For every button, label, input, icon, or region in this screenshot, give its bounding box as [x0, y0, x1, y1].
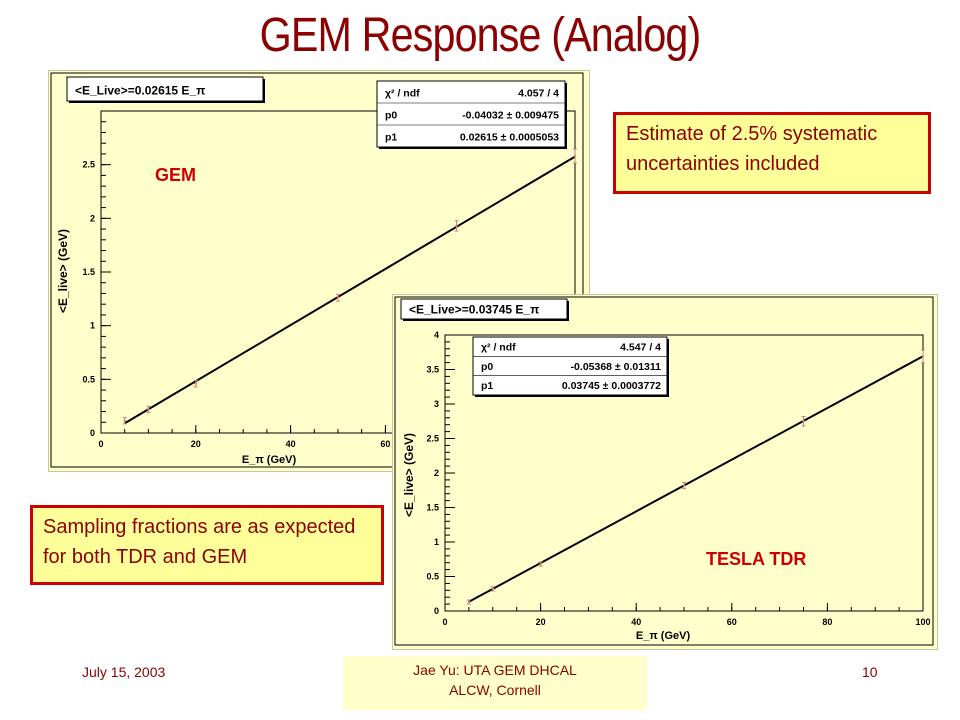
- stats-name: p1: [385, 131, 397, 143]
- stats-box: [472, 336, 668, 396]
- y-tick-label: 2: [434, 468, 439, 478]
- data-point: [455, 224, 458, 228]
- x-tick-label: 80: [822, 617, 832, 627]
- x-tick-label: 0: [442, 617, 447, 627]
- y-tick-label: 1.5: [82, 267, 95, 277]
- y-tick-label: 1: [90, 321, 95, 331]
- y-tick-label: 0.5: [82, 374, 95, 384]
- stats-value: 0.03745 ± 0.0003772: [562, 380, 661, 392]
- data-point: [147, 408, 150, 411]
- x-tick-label: 60: [727, 617, 737, 627]
- data-point: [921, 355, 925, 358]
- stats-value: 0.02615 ± 0.0005053: [460, 131, 559, 143]
- stats-value: -0.04032 ± 0.009475: [462, 109, 559, 121]
- sampling-callout-text: Sampling fractions are as expected for b…: [43, 516, 356, 568]
- y-tick-label: 4: [434, 330, 439, 340]
- data-point: [539, 562, 542, 566]
- data-point: [491, 587, 494, 591]
- y-tick-label: 0: [90, 428, 95, 438]
- title-box: [400, 298, 568, 320]
- gem-chart: 0 20 40 60 0 0.5 1 1.5 2 2.5 <E_Live>=0.02615 E_π χ…: [50, 72, 584, 468]
- y-tick-label: 3.5: [426, 365, 439, 375]
- stats-name: p0: [385, 109, 397, 121]
- chart-title: <E_Live>=0.02615 E_π: [75, 83, 205, 97]
- x-tick-label: 60: [380, 439, 390, 449]
- data-point: [573, 154, 577, 158]
- chart-frame: [50, 72, 584, 468]
- footer-author-box: Jae Yu: UTA GEM DHCAL ALCW, Cornell: [343, 656, 647, 710]
- y-axis-label: <E_live> (GeV): [402, 433, 416, 517]
- y-tick-label: 2.5: [82, 160, 95, 170]
- y-tick-label: 0: [434, 606, 439, 616]
- tdr-chart: 0 20 40 60 80 100 0 0.5 1 1.5 2 2.5 3 3.5 4 <E_Live>=0.…: [394, 296, 934, 646]
- stats-box: [376, 80, 566, 148]
- footer-venue: ALCW, Cornell: [449, 682, 541, 698]
- footer-page-number: 10: [862, 664, 878, 680]
- chart-label: GEM: [155, 165, 196, 185]
- x-tick-label: 40: [631, 617, 641, 627]
- fit-line: [124, 155, 576, 425]
- stats-name: p1: [481, 380, 493, 392]
- chart-frame: [394, 296, 934, 646]
- data-point: [123, 419, 126, 422]
- stats-value: 4.547 / 4: [620, 342, 661, 354]
- data-point: [467, 600, 471, 604]
- gem-plot-panel: 0 20 40 60 0 0.5 1 1.5 2 2.5 <E_Live>=0.02615 E_π χ…: [48, 70, 590, 472]
- footer-date: July 15, 2003: [82, 664, 166, 680]
- systematics-callout: Estimate of 2.5% systematic uncertaintie…: [613, 112, 931, 194]
- x-tick-label: 40: [286, 439, 296, 449]
- data-point: [194, 382, 197, 385]
- footer-author: Jae Yu: UTA GEM DHCAL: [413, 662, 577, 678]
- chart-label: TESLA TDR: [706, 549, 806, 569]
- data-point: [682, 484, 686, 487]
- y-tick-label: 2: [90, 213, 95, 223]
- x-axis-label: E_π (GeV): [636, 630, 691, 642]
- y-tick-label: 2.5: [426, 434, 439, 444]
- x-tick-label: 20: [191, 439, 201, 449]
- sampling-callout: Sampling fractions are as expected for b…: [30, 505, 384, 585]
- fit-line: [468, 355, 924, 603]
- stats-name: χ² / ndf: [481, 342, 516, 354]
- stats-value: -0.05368 ± 0.01311: [571, 361, 662, 373]
- data-point: [336, 296, 340, 299]
- slide-title: GEM Response (Analog): [259, 9, 702, 62]
- data-point: [802, 420, 805, 423]
- chart-title: <E_Live>=0.03745 E_π: [409, 302, 539, 316]
- y-axis-label: <E_live> (GeV): [56, 229, 70, 313]
- x-axis-label: E_π (GeV): [242, 454, 297, 466]
- tdr-plot-panel: 0 20 40 60 80 100 0 0.5 1 1.5 2 2.5 3 3.5 4 <E_Live>=0.…: [392, 294, 938, 650]
- x-tick-label: 20: [536, 617, 546, 627]
- stats-name: p0: [481, 361, 493, 373]
- x-tick-label: 100: [915, 617, 930, 627]
- y-tick-label: 1.5: [426, 503, 439, 513]
- y-tick-label: 0.5: [426, 572, 439, 582]
- y-tick-label: 3: [434, 399, 439, 409]
- y-tick-label: 1: [434, 537, 439, 547]
- x-tick-label: 0: [98, 439, 103, 449]
- stats-value: 4.057 / 4: [518, 87, 559, 99]
- systematics-callout-text: Estimate of 2.5% systematic uncertaintie…: [626, 123, 878, 175]
- stats-name: χ² / ndf: [385, 87, 420, 99]
- title-box: [66, 76, 264, 102]
